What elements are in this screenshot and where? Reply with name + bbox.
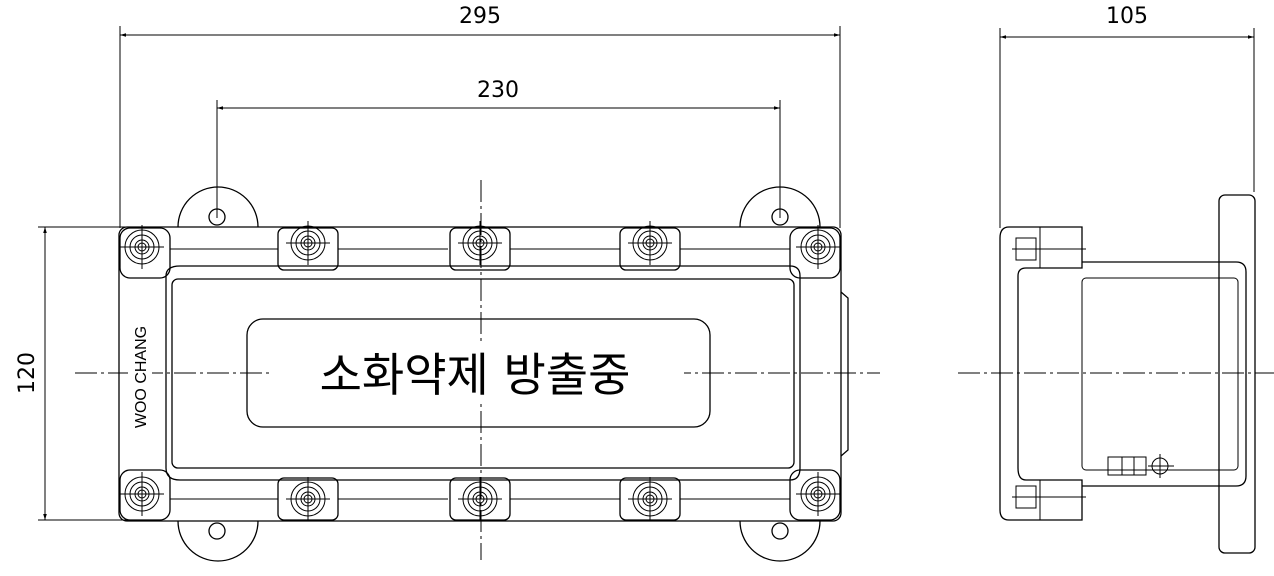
mounting-hole [771, 208, 789, 226]
dimension-height: 120 [15, 226, 130, 521]
dimension-295-label: 295 [459, 4, 501, 29]
dimension-105-label: 105 [1106, 4, 1148, 29]
bolt [119, 471, 165, 517]
bolt [457, 476, 503, 522]
bolt [119, 224, 165, 270]
bolt [627, 476, 673, 522]
bolt [285, 476, 331, 522]
cable-gland [1107, 456, 1147, 476]
side-cover [999, 226, 1083, 521]
mounting-ear-bottom-left [177, 520, 259, 562]
side-flange [1218, 194, 1256, 554]
side-view [958, 194, 1274, 554]
warning-label-text: 소화약제 방출중 [320, 348, 631, 402]
front-view: 소화약제 방출중 WOO CHANG [75, 180, 880, 562]
dimension-120-label: 120 [15, 352, 40, 394]
dimension-230-label: 230 [477, 78, 519, 103]
bolt [795, 471, 841, 517]
dimension-hole-spacing: 230 [216, 78, 781, 218]
mounting-ear-bottom-right [739, 520, 821, 562]
dimension-depth: 105 [999, 4, 1255, 228]
mounting-ear-top-left [177, 186, 259, 228]
mounting-hole [208, 522, 226, 540]
mounting-ear-top-right [739, 186, 821, 228]
mounting-hole [771, 522, 789, 540]
bolt [795, 224, 841, 270]
dimension-overall-width: 295 [119, 4, 841, 228]
side-housing [1082, 261, 1247, 487]
brand-text: WOO CHANG [133, 326, 150, 428]
mounting-hole [208, 208, 226, 226]
label-plate [246, 318, 711, 428]
